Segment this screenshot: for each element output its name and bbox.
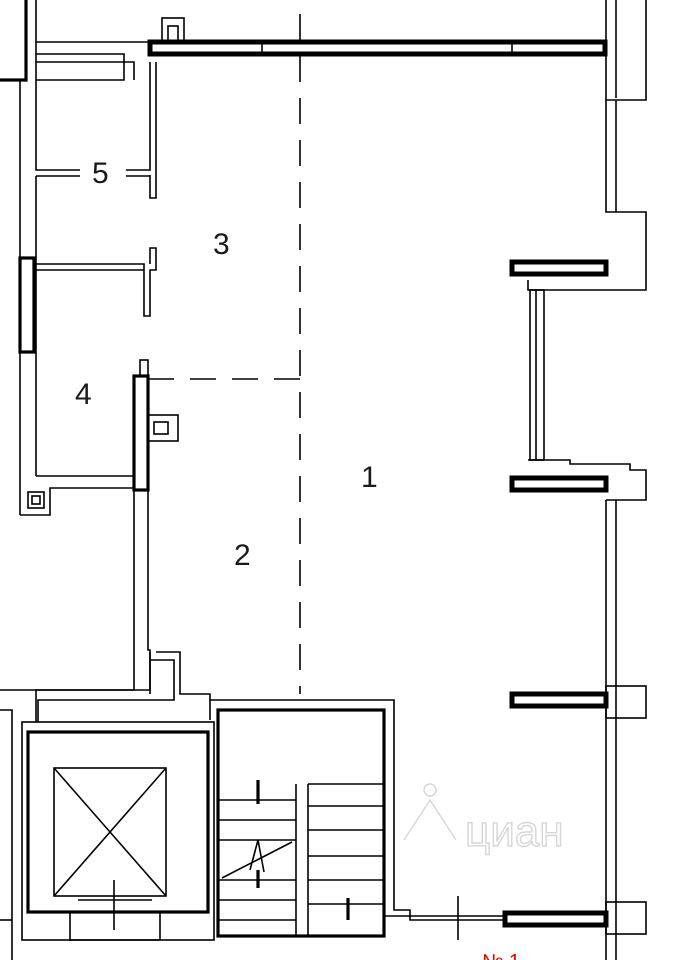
watermark: циан bbox=[403, 783, 564, 857]
room-label-5: 5 bbox=[92, 157, 109, 190]
watermark-text: циан bbox=[465, 807, 564, 856]
room-label-1: 1 bbox=[361, 461, 378, 494]
left-wall bbox=[18, 80, 134, 516]
stair-core bbox=[210, 699, 505, 940]
room-label-2: 2 bbox=[234, 539, 251, 572]
corridor-walls bbox=[0, 490, 211, 722]
top-wall bbox=[147, 17, 608, 57]
right-wall bbox=[502, 0, 647, 960]
room-label-3: 3 bbox=[213, 228, 230, 261]
plan-number-tag: № 1 bbox=[482, 951, 520, 960]
top-left-walls bbox=[0, 0, 150, 171]
room-5-walls bbox=[36, 62, 157, 199]
room-4-walls bbox=[36, 247, 300, 492]
elevator-shaft bbox=[0, 709, 215, 960]
room-label-4: 4 bbox=[75, 378, 92, 411]
